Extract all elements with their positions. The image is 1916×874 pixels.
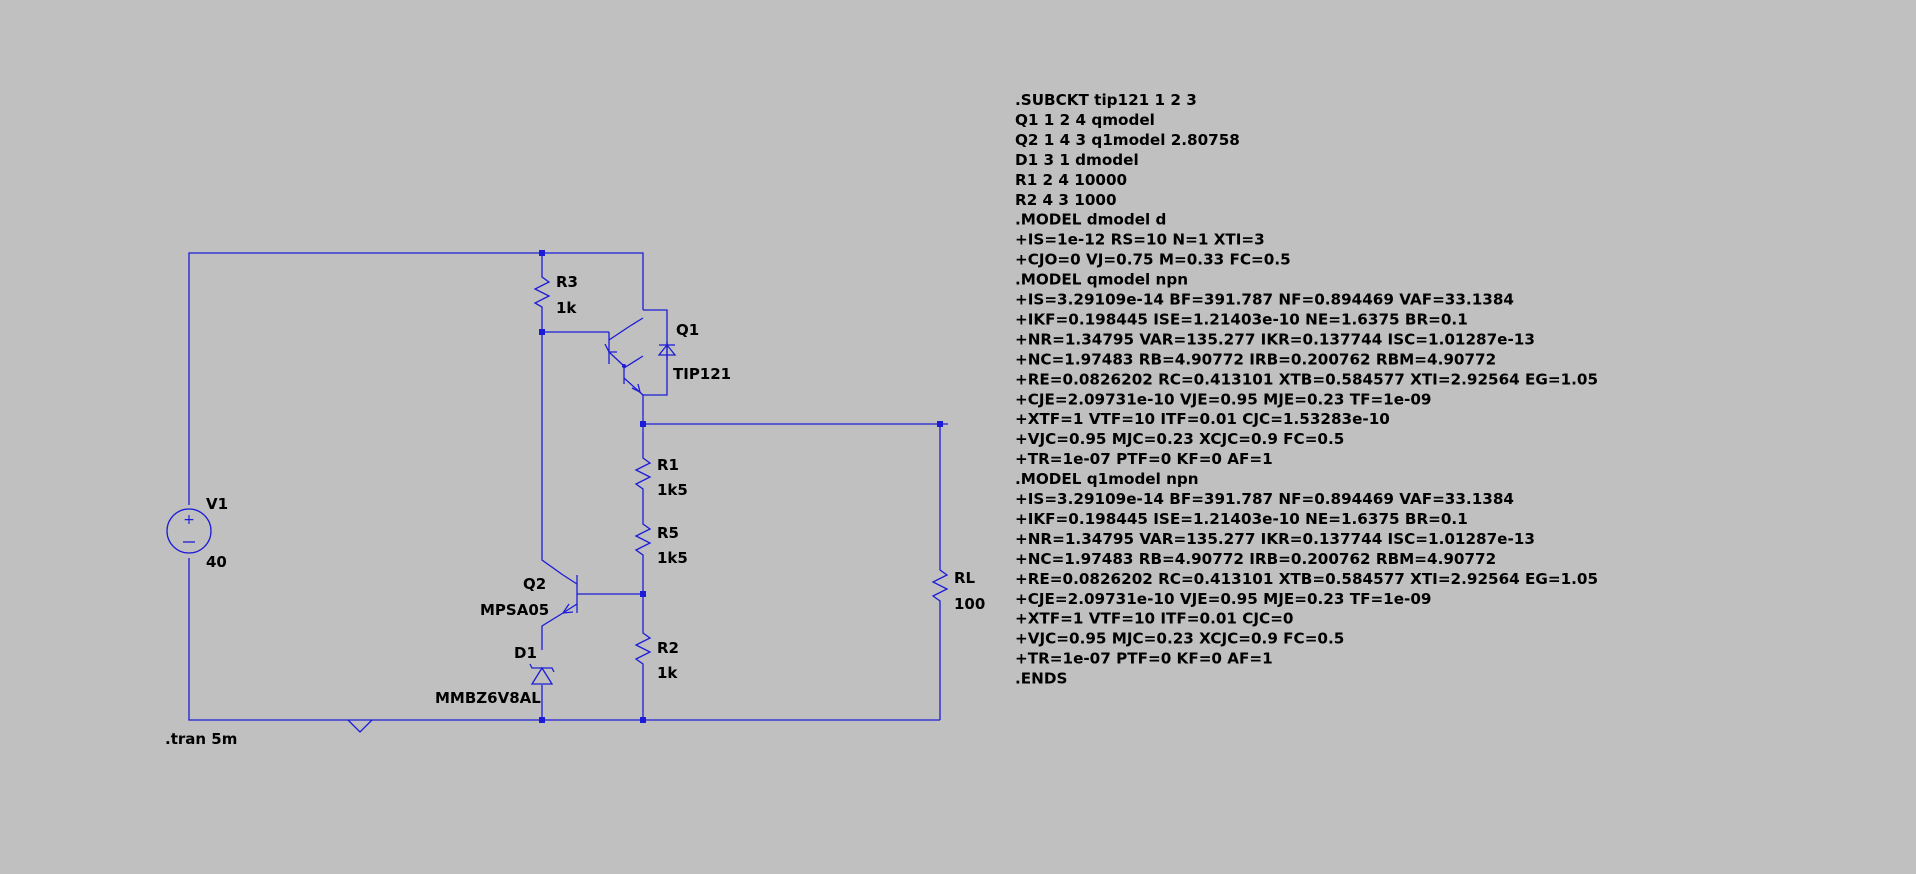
netlist-line: +NR=1.34795 VAR=135.277 IKR=0.137744 ISC…	[1015, 330, 1535, 348]
wire-v1-bottom[interactable]	[188, 558, 940, 721]
netlist-line: +CJE=2.09731e-10 VJE=0.95 MJE=0.23 TF=1e…	[1015, 590, 1431, 608]
q1-coll2	[623, 355, 644, 369]
netlist-line: +IS=3.29109e-14 BF=391.787 NF=0.894469 V…	[1015, 291, 1514, 309]
netlist-line: +NR=1.34795 VAR=135.277 IKR=0.137744 ISC…	[1015, 530, 1535, 548]
q1-arrow1-icon	[604, 343, 617, 353]
resistor-rl[interactable]	[931, 563, 949, 614]
netlist-line: +IKF=0.198445 ISE=1.21403e-10 NE=1.6375 …	[1015, 510, 1468, 528]
q1-coll1	[608, 325, 631, 341]
netlist-line: Q1 1 2 4 qmodel	[1015, 111, 1155, 129]
netlist-line: +CJE=2.09731e-10 VJE=0.95 MJE=0.23 TF=1e…	[1015, 390, 1431, 408]
q2-model-label: MPSA05	[480, 601, 549, 619]
junction-node	[539, 717, 545, 723]
tran-directive[interactable]: .tran 5m	[165, 730, 237, 748]
source-circle-icon	[166, 508, 212, 554]
d1-name-label: D1	[514, 644, 537, 662]
junction-node	[539, 250, 545, 256]
netlist-line: D1 3 1 dmodel	[1015, 151, 1139, 169]
q1-outline	[643, 309, 668, 396]
q1-name-label: Q1	[676, 321, 699, 339]
junction-node	[640, 421, 646, 427]
r1-value-label: 1k5	[657, 481, 688, 499]
resistor-r5[interactable]	[634, 518, 652, 562]
zener-diode-d1[interactable]	[529, 663, 555, 685]
netlist-line: +IS=1e-12 RS=10 N=1 XTI=3	[1015, 231, 1265, 249]
plus-sign-icon: +	[183, 512, 195, 528]
rl-name-label: RL	[954, 569, 976, 587]
resistor-r3[interactable]	[533, 272, 551, 313]
r3-name-label: R3	[556, 273, 578, 291]
netlist-line: .MODEL q1model npn	[1015, 470, 1199, 488]
netlist-line: R2 4 3 1000	[1015, 191, 1117, 209]
ground-symbol	[347, 719, 373, 733]
junction-node	[937, 421, 943, 427]
d1-zener-bar-icon	[529, 663, 555, 673]
q1-model-label: TIP121	[673, 365, 731, 383]
resistor-r2[interactable]	[634, 625, 652, 678]
r5-value-label: 1k5	[657, 549, 688, 567]
transistor-q2[interactable]	[561, 574, 578, 614]
netlist-line: +IS=3.29109e-14 BF=391.787 NF=0.894469 V…	[1015, 490, 1514, 508]
q2-arrow-icon	[561, 603, 574, 614]
transistor-q1[interactable]	[604, 309, 677, 396]
netlist-line: +NC=1.97483 RB=4.90772 IRB=0.200762 RBM=…	[1015, 550, 1496, 568]
q2-emitter-lead	[562, 603, 578, 614]
r5-name-label: R5	[657, 524, 679, 542]
d1-triangle-icon	[530, 666, 554, 685]
q2-collector-lead	[562, 574, 578, 585]
rl-value-label: 100	[954, 595, 985, 613]
wire-q2-collector[interactable]	[541, 332, 564, 576]
wire-q2-emitter[interactable]	[541, 612, 564, 650]
netlist-line: +XTF=1 VTF=10 ITF=0.01 CJC=0	[1015, 610, 1294, 628]
r2-name-label: R2	[657, 639, 679, 657]
netlist-line: Q2 1 4 3 q1model 2.80758	[1015, 131, 1240, 149]
q1-inner-node	[622, 364, 626, 368]
v1-name-label: V1	[206, 495, 228, 513]
netlist-line: +XTF=1 VTF=10 ITF=0.01 CJC=1.53283e-10	[1015, 410, 1390, 428]
wires	[188, 252, 948, 721]
resistor-r1[interactable]	[634, 452, 652, 494]
netlist-line: +TR=1e-07 PTF=0 KF=0 AF=1	[1015, 450, 1273, 468]
q1-coll1b	[629, 317, 644, 327]
junction-node	[640, 591, 646, 597]
junction-node	[640, 717, 646, 723]
junction-node	[539, 329, 545, 335]
r3-value-label: 1k	[556, 299, 577, 317]
q1-arrow2-icon	[631, 383, 641, 394]
netlist-line: .SUBCKT tip121 1 2 3	[1015, 91, 1197, 109]
subckt-netlist-text[interactable]: .SUBCKT tip121 1 2 3 Q1 1 2 4 qmodel Q2 1 …	[1015, 91, 1598, 688]
netlist-line: +TR=1e-07 PTF=0 KF=0 AF=1	[1015, 650, 1273, 668]
q1-emit1	[608, 351, 625, 367]
wire-top-rail[interactable]	[188, 252, 644, 505]
netlist-line: .ENDS	[1015, 670, 1067, 688]
netlist-line: .MODEL dmodel d	[1015, 211, 1166, 229]
q1-diode-icon	[657, 343, 677, 356]
junction-dots	[539, 250, 943, 723]
r1-name-label: R1	[657, 456, 679, 474]
q2-name-label: Q2	[523, 575, 546, 593]
netlist-line: +VJC=0.95 MJC=0.23 XCJC=0.9 FC=0.5	[1015, 630, 1344, 648]
netlist-line: +CJO=0 VJ=0.75 M=0.33 FC=0.5	[1015, 251, 1291, 269]
v1-value-label: 40	[206, 553, 227, 571]
netlist-line: +RE=0.0826202 RC=0.413101 XTB=0.584577 X…	[1015, 570, 1598, 588]
netlist-line: .MODEL qmodel npn	[1015, 271, 1188, 289]
d1-model-label: MMBZ6V8AL	[435, 689, 541, 707]
netlist-line: R1 2 4 10000	[1015, 171, 1127, 189]
netlist-line: +VJC=0.95 MJC=0.23 XCJC=0.9 FC=0.5	[1015, 430, 1344, 448]
netlist-line: +RE=0.0826202 RC=0.413101 XTB=0.584577 X…	[1015, 370, 1598, 388]
voltage-source-v1[interactable]: +	[166, 508, 212, 554]
netlist-line: +NC=1.97483 RB=4.90772 IRB=0.200762 RBM=…	[1015, 350, 1496, 368]
r2-value-label: 1k	[657, 664, 678, 682]
netlist-line: +IKF=0.198445 ISE=1.21403e-10 NE=1.6375 …	[1015, 310, 1468, 328]
